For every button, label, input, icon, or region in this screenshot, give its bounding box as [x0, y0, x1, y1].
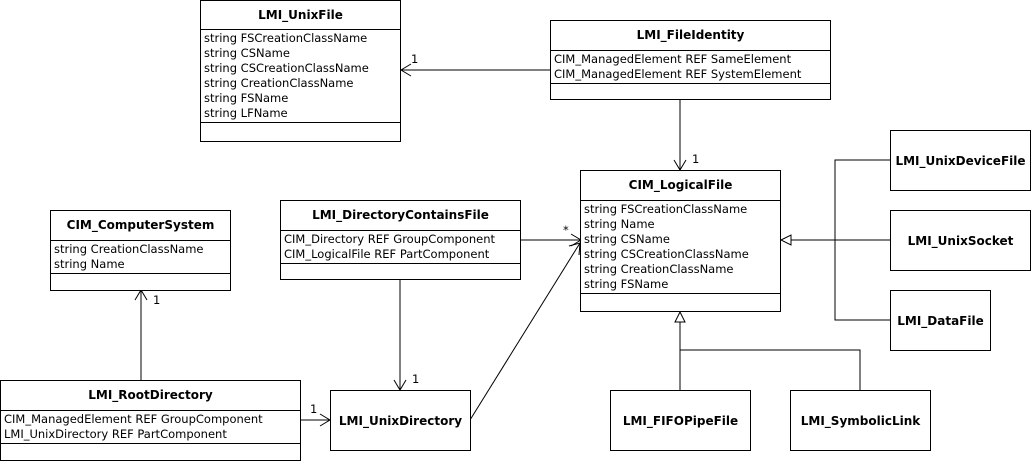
class-attributes: string FSCreationClassName string Name s… [581, 201, 780, 294]
arrowhead-unixfile [400, 63, 412, 77]
class-lmi-unixfile: LMI_UnixFile string FSCreationClassName … [200, 0, 401, 142]
class-attributes: CIM_ManagedElement REF GroupComponent LM… [1, 411, 300, 444]
attribute: string CSName [204, 46, 290, 60]
attribute: string CSName [584, 232, 670, 246]
attribute: string FSName [204, 91, 289, 105]
class-lmi-unixdirectory: LMI_UnixDirectory [330, 390, 471, 451]
multiplicity-unixdirectory-left: 1 [310, 402, 318, 416]
class-lmi-datafile: LMI_DataFile [890, 290, 991, 351]
attribute: string CreationClassName [584, 262, 734, 276]
class-attributes: string FSCreationClassName string CSName… [201, 30, 400, 123]
attribute: CIM_ManagedElement REF SameElement [554, 52, 792, 66]
multiplicity-logicalfile-star: * [563, 223, 569, 237]
class-lmi-unixdevicefile: LMI_UnixDeviceFile [890, 130, 1031, 191]
attribute: string CSCreationClassName [584, 247, 749, 261]
class-name: LMI_FileIdentity [551, 21, 830, 51]
class-lmi-directorycontainsfile: LMI_DirectoryContainsFile CIM_Directory … [280, 200, 521, 280]
class-name: CIM_ComputerSystem [51, 211, 230, 241]
attribute: string FSName [584, 277, 669, 291]
attribute: string CSCreationClassName [204, 61, 369, 75]
inherit-triangle-bottom [674, 310, 686, 323]
inherit-branch-bottom [680, 349, 861, 390]
inherit-branch-right [834, 159, 890, 321]
attribute: CIM_Directory REF GroupComponent [284, 232, 496, 246]
attribute: string CreationClassName [54, 242, 204, 256]
inherit-triangle-right [779, 234, 792, 246]
class-name: CIM_LogicalFile [581, 171, 780, 201]
class-attributes: string CreationClassName string Name [51, 241, 230, 274]
class-lmi-symboliclink: LMI_SymbolicLink [790, 390, 931, 451]
class-cim-logicalfile: CIM_LogicalFile string FSCreationClassNa… [580, 170, 781, 312]
class-lmi-rootdirectory: LMI_RootDirectory CIM_ManagedElement REF… [0, 380, 301, 461]
attribute: LMI_UnixDirectory REF PartComponent [4, 427, 227, 441]
class-cim-computersystem: CIM_ComputerSystem string CreationClassN… [50, 210, 231, 291]
multiplicity-unixfile: 1 [411, 52, 419, 66]
class-name: LMI_DirectoryContainsFile [281, 201, 520, 231]
class-lmi-unixsocket: LMI_UnixSocket [890, 210, 1031, 271]
attribute: string FSCreationClassName [204, 31, 368, 45]
attribute: string LFName [204, 106, 288, 120]
attribute: string FSCreationClassName [584, 202, 748, 216]
class-name: LMI_UnixFile [201, 1, 400, 30]
class-name: LMI_RootDirectory [1, 381, 300, 411]
attribute: string Name [54, 257, 125, 271]
multiplicity-unixdirectory-top: 1 [412, 372, 420, 386]
attribute: string CreationClassName [204, 76, 354, 90]
multiplicity-logicalfile-top: 1 [692, 152, 700, 166]
attribute: CIM_LogicalFile REF PartComponent [284, 247, 490, 261]
attribute: CIM_ManagedElement REF SystemElement [554, 67, 802, 81]
class-lmi-fifopipefile: LMI_FIFOPipeFile [610, 390, 751, 451]
multiplicity-computersystem: 1 [153, 293, 161, 307]
attribute: string Name [584, 217, 655, 231]
attribute: CIM_ManagedElement REF GroupComponent [4, 412, 263, 426]
class-lmi-fileidentity: LMI_FileIdentity CIM_ManagedElement REF … [550, 20, 831, 100]
class-attributes: CIM_Directory REF GroupComponent CIM_Log… [281, 231, 520, 264]
class-attributes: CIM_ManagedElement REF SameElement CIM_M… [551, 51, 830, 84]
assoc-unixdirectory-logicalfile [469, 242, 581, 421]
